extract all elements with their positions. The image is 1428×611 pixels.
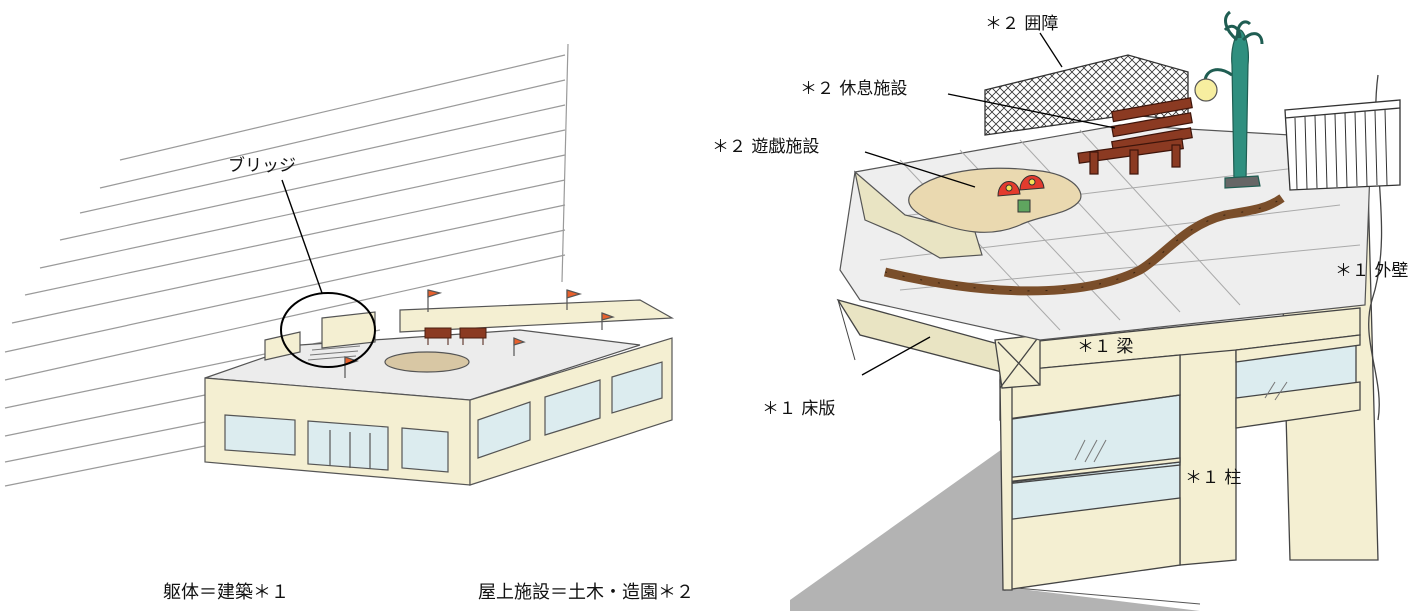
railing [1284,99,1401,191]
column [1179,329,1237,566]
legend-rooftop: 屋上施設＝土木・造園＊２ [478,582,694,603]
bridge-leader-line [281,179,323,294]
bridge-label: ブリッジ [228,156,296,176]
legend-structure: 躯体＝建築＊１ [163,582,289,603]
column-label: ＊１ 柱 [1185,468,1242,488]
lamp-post [1194,10,1264,189]
background-building-lines [4,43,569,487]
bridge-highlight-circle [280,292,376,368]
planter-curb [883,194,1285,296]
spring-riders [997,175,1045,213]
mini-sandbox [384,351,470,373]
lower-structure [999,307,1361,591]
ground-shadow [790,447,1200,611]
low-building [204,299,675,486]
exterior-wall-label: ＊１ 外壁 [1335,261,1409,281]
floor-slab [836,298,1041,389]
floor-slab-label: ＊１ 床版 [762,399,836,419]
rest-facility-label: ＊２ 休息施設 [800,79,908,99]
beam-label: ＊１ 梁 [1077,337,1134,357]
bench [1077,97,1193,175]
flags [344,289,615,378]
leader-lines [861,32,1116,376]
play-facility-label: ＊２ 遊戯施設 [712,137,820,157]
fence-label: ＊２ 囲障 [985,14,1059,34]
mini-benches [424,327,487,345]
